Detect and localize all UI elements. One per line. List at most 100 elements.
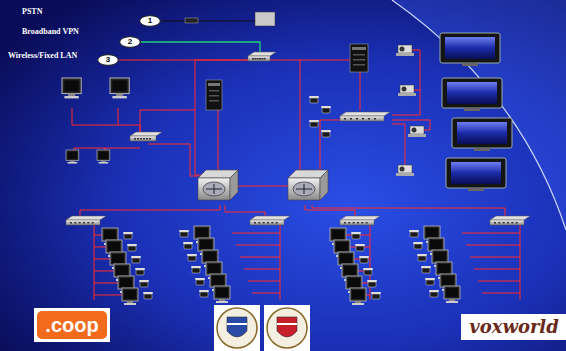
pc-monitor bbox=[110, 78, 129, 98]
switch bbox=[248, 52, 276, 61]
wire bbox=[94, 295, 122, 296]
logo-box: .coop bbox=[34, 308, 110, 342]
wire bbox=[370, 225, 371, 300]
ip-phone bbox=[135, 268, 145, 275]
ip-phone bbox=[425, 278, 435, 285]
server bbox=[350, 44, 368, 72]
wire bbox=[300, 60, 350, 61]
wire bbox=[161, 21, 185, 22]
switch bbox=[340, 216, 380, 225]
ip-phone bbox=[363, 268, 373, 275]
wire bbox=[252, 293, 280, 294]
pc-monitor bbox=[350, 288, 366, 305]
logo-box: voxworld bbox=[461, 314, 566, 340]
wire bbox=[360, 72, 361, 110]
ip-phone bbox=[371, 292, 381, 299]
callout-text: 2 bbox=[128, 38, 132, 46]
wire bbox=[232, 233, 280, 234]
wire bbox=[248, 281, 280, 282]
wire bbox=[262, 60, 300, 175]
wire bbox=[80, 205, 220, 216]
server bbox=[206, 80, 222, 110]
wire bbox=[94, 259, 110, 260]
arc-line bbox=[392, 0, 566, 230]
switch bbox=[340, 112, 390, 121]
wire bbox=[118, 108, 119, 125]
network-label: PSTN bbox=[22, 7, 42, 16]
router bbox=[288, 170, 328, 200]
switch bbox=[130, 132, 162, 141]
switch bbox=[66, 216, 106, 225]
video-screen bbox=[446, 158, 506, 191]
ip-phone bbox=[179, 230, 189, 237]
wire bbox=[244, 269, 280, 270]
callout-number: 1 bbox=[139, 15, 161, 27]
ip-phone bbox=[187, 254, 197, 261]
network-label: Broadband VPN bbox=[22, 27, 79, 36]
callout-text: 3 bbox=[106, 56, 110, 64]
ip-phone bbox=[351, 232, 361, 239]
pc-monitor bbox=[66, 150, 79, 164]
ip-phone bbox=[139, 280, 149, 287]
ip-phone bbox=[191, 266, 201, 273]
ip-phone bbox=[143, 292, 153, 299]
wire bbox=[238, 186, 288, 187]
wire bbox=[478, 281, 520, 282]
callout-number: 3 bbox=[97, 54, 119, 66]
wire bbox=[218, 110, 219, 175]
crest-logo bbox=[264, 305, 310, 351]
callout-number: 2 bbox=[119, 36, 141, 48]
wire bbox=[392, 124, 405, 165]
crest-logo bbox=[214, 305, 260, 351]
ip-phone bbox=[195, 278, 205, 285]
pc-monitor bbox=[62, 78, 81, 98]
pc-monitor bbox=[214, 286, 230, 303]
wire bbox=[482, 293, 520, 294]
pc-monitor bbox=[97, 150, 110, 164]
ip-phone bbox=[355, 244, 365, 251]
wire bbox=[462, 233, 520, 234]
wire bbox=[94, 247, 106, 248]
ip-phone bbox=[183, 242, 193, 249]
ip-phone bbox=[309, 96, 319, 103]
ip-phone bbox=[417, 254, 427, 261]
wire bbox=[148, 144, 198, 176]
callout-text: 1 bbox=[148, 17, 152, 25]
ip-phone bbox=[429, 290, 439, 297]
wire bbox=[225, 205, 265, 216]
pc-monitor bbox=[444, 286, 460, 303]
wire bbox=[72, 108, 140, 132]
video-codec bbox=[398, 85, 416, 96]
ip-phone bbox=[409, 230, 419, 237]
wire bbox=[198, 21, 255, 22]
ip-phone bbox=[309, 120, 319, 127]
wire bbox=[392, 50, 420, 115]
ip-phone bbox=[131, 256, 141, 263]
wire bbox=[470, 257, 520, 258]
pc-monitor bbox=[122, 288, 138, 305]
wire bbox=[94, 225, 95, 300]
wire bbox=[466, 245, 520, 246]
video-screen bbox=[442, 78, 502, 111]
wire bbox=[236, 245, 280, 246]
network-label: Wireless/Fixed LAN bbox=[8, 51, 77, 60]
ip-phone bbox=[421, 266, 431, 273]
wire bbox=[312, 205, 505, 216]
ip-phone bbox=[199, 290, 209, 297]
wire bbox=[474, 269, 520, 270]
arc-region bbox=[392, 0, 566, 230]
router bbox=[198, 170, 238, 200]
wire bbox=[94, 235, 102, 236]
wire bbox=[94, 283, 118, 284]
wire bbox=[141, 42, 260, 52]
ip-phone bbox=[321, 130, 331, 137]
wire bbox=[520, 225, 521, 300]
video-screen bbox=[440, 33, 500, 66]
ip-phone bbox=[359, 256, 369, 263]
wire bbox=[94, 271, 114, 272]
video-codec bbox=[396, 45, 414, 56]
wires bbox=[72, 21, 520, 300]
video-screen bbox=[452, 118, 512, 151]
